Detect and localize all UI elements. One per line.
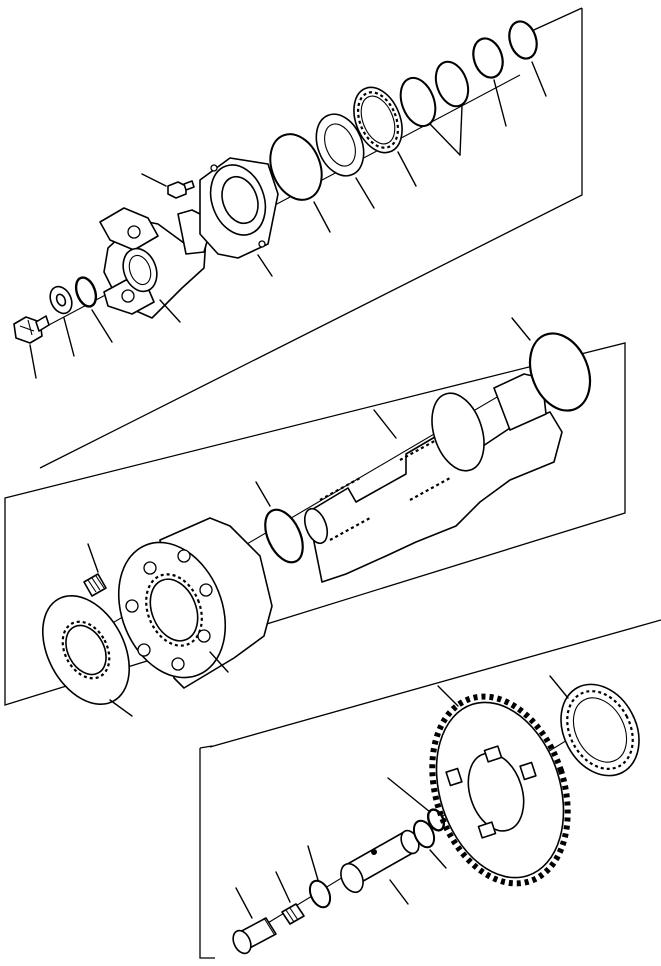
o-ring	[264, 508, 304, 564]
o-ring-large	[269, 133, 323, 201]
bearing	[353, 86, 403, 154]
group-3-frame-top	[199, 745, 213, 749]
shim-1	[399, 76, 437, 128]
group-2-frame	[4, 342, 626, 706]
group-1-frame-top	[524, 7, 583, 35]
seal-ring	[528, 332, 592, 412]
yoke	[99, 207, 209, 319]
group-2	[41, 317, 592, 717]
shim-2	[434, 60, 470, 108]
group-3	[232, 675, 640, 955]
spring-small	[281, 903, 305, 925]
shaft	[303, 373, 563, 583]
capscrew	[167, 180, 195, 199]
group-1	[13, 20, 547, 379]
ring	[508, 20, 538, 60]
group-1-leaders	[29, 61, 547, 379]
disc	[41, 594, 131, 706]
o-ring-3a	[308, 879, 332, 909]
group-1-frame	[39, 8, 583, 469]
piston-housing	[117, 517, 273, 689]
bearing-3	[560, 683, 640, 777]
snap-ring	[472, 37, 504, 79]
group-3-frame	[209, 619, 661, 748]
seal	[315, 113, 365, 177]
o-ring-small	[74, 276, 98, 308]
group-3-leaders	[235, 675, 569, 919]
plug	[232, 917, 277, 955]
bolt	[13, 315, 50, 344]
bearing-retainer	[199, 157, 279, 259]
gear	[429, 693, 571, 887]
o-ring-3b	[412, 819, 436, 849]
washer	[49, 285, 73, 315]
spring	[83, 573, 107, 597]
group-2-leaders	[87, 317, 531, 717]
shaft-small	[340, 829, 420, 894]
group-3-frame-left	[199, 748, 215, 959]
